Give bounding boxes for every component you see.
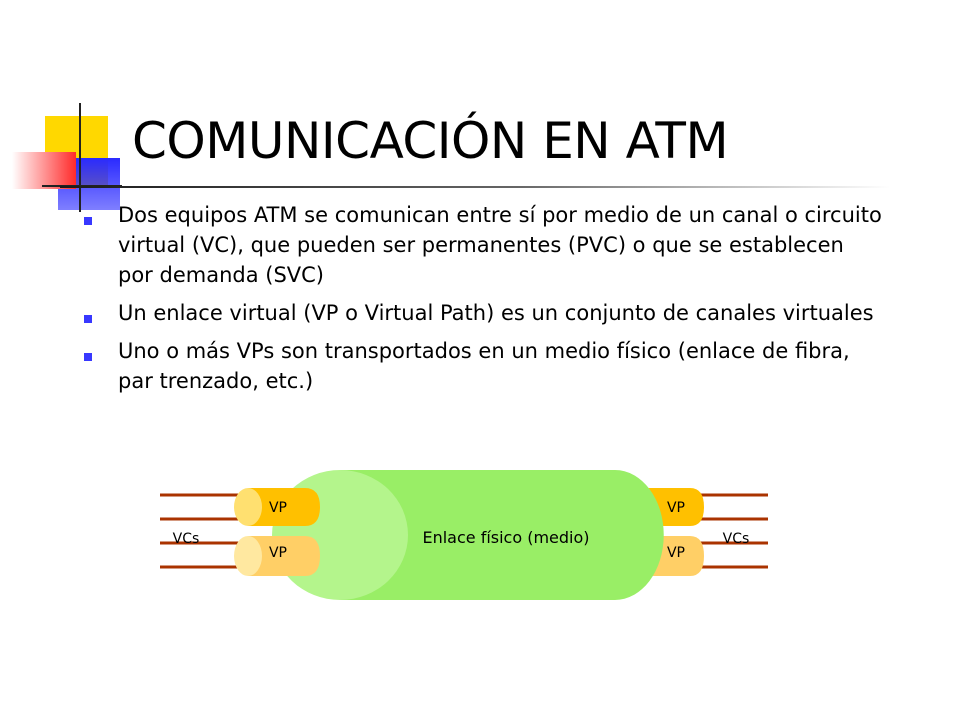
bullet-item: Un enlace virtual (VP o Virtual Path) es… — [84, 298, 884, 328]
left-vp-bottom-label: VP — [269, 545, 287, 561]
left-vp-tubes — [234, 488, 320, 576]
decorative-logo — [12, 103, 122, 212]
right-vc-lines — [690, 493, 768, 569]
bullet-square-icon — [84, 353, 92, 361]
left-vc-lines — [160, 493, 250, 569]
bullet-square-icon — [84, 217, 92, 225]
bullet-text: Un enlace virtual (VP o Virtual Path) es… — [118, 301, 874, 325]
bullet-text: Uno o más VPs son transportados en un me… — [118, 339, 850, 393]
title-divider — [60, 186, 890, 188]
bullet-item: Uno o más VPs son transportados en un me… — [84, 336, 884, 396]
bullet-square-icon — [84, 315, 92, 323]
bullet-list: Dos equipos ATM se comunican entre sí po… — [84, 200, 884, 404]
left-vp-top-label: VP — [269, 500, 287, 516]
bullet-text: Dos equipos ATM se comunican entre sí po… — [118, 203, 882, 287]
right-vp-top-label: VP — [667, 500, 685, 516]
right-vcs-label: VCs — [723, 531, 750, 547]
bullet-item: Dos equipos ATM se comunican entre sí po… — [84, 200, 884, 290]
medium-label: Enlace físico (medio) — [422, 528, 589, 547]
right-vp-bottom-label: VP — [667, 545, 685, 561]
left-vcs-label: VCs — [173, 531, 200, 547]
slide-title: COMUNICACIÓN EN ATM — [132, 112, 729, 170]
logo-red-square — [12, 152, 76, 189]
